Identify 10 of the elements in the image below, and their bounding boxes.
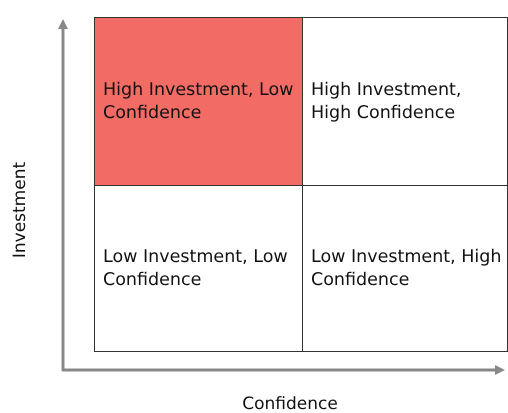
quadrant-label: Low Investment, Low Confidence — [102, 246, 289, 292]
quadrant-label: High Investment, Low Confidence — [102, 78, 294, 124]
quadrant-cell — [302, 185, 508, 352]
x-axis-label: Confidence — [242, 394, 338, 413]
y-axis-label: Investment — [10, 162, 30, 258]
quadrant-cell — [94, 185, 303, 352]
quadrant-label: High Investment, High Confidence — [310, 78, 462, 124]
quadrant-cell — [302, 17, 508, 186]
quadrant-label: Low Investment, High Confidence — [310, 246, 502, 292]
quadrant-cell — [94, 17, 303, 186]
